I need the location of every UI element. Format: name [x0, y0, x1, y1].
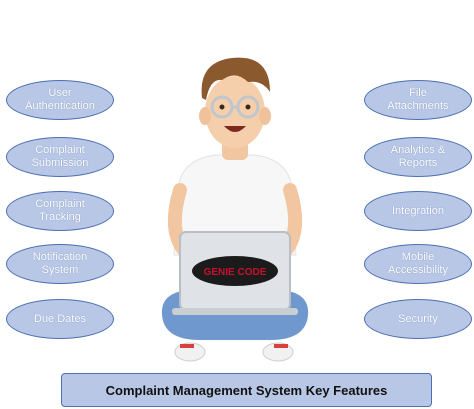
feature-label: Due Dates	[34, 312, 86, 325]
feature-label: Notification System	[32, 251, 88, 276]
feature-label: Complaint Submission	[31, 144, 89, 169]
feature-complaint-submission: Complaint Submission	[6, 137, 114, 177]
feature-label: File Attachments	[387, 87, 449, 112]
diagram-title-text: Complaint Management System Key Features	[105, 382, 388, 398]
feature-integration: Integration	[364, 191, 472, 231]
feature-notification-system: Notification System	[6, 244, 114, 284]
diagram-title: Complaint Management System Key Features	[61, 373, 432, 407]
feature-user-authentication: User Authentication	[6, 80, 114, 120]
feature-security: Security	[364, 299, 472, 339]
laptop-logo	[192, 256, 278, 286]
smile	[224, 126, 246, 132]
feature-file-attachments: File Attachments	[364, 80, 472, 120]
developer-with-laptop-illustration: GENIE CODE	[161, 57, 309, 362]
hair	[201, 57, 270, 100]
feature-label: Integration	[392, 204, 444, 217]
laptop-logo-text: GENIE CODE	[204, 267, 267, 278]
feature-label: Security	[398, 312, 438, 325]
head	[205, 76, 265, 148]
feature-mobile-accessibility: Mobile Accessibility	[364, 244, 472, 284]
feature-analytics-reports: Analytics & Reports	[364, 137, 472, 177]
feature-label: User Authentication	[25, 87, 95, 112]
feature-label: Mobile Accessibility	[388, 251, 448, 276]
feature-label: Complaint Tracking	[35, 198, 85, 223]
feature-label: Analytics & Reports	[390, 144, 446, 169]
feature-complaint-tracking: Complaint Tracking	[6, 191, 114, 231]
feature-due-dates: Due Dates	[6, 299, 114, 339]
